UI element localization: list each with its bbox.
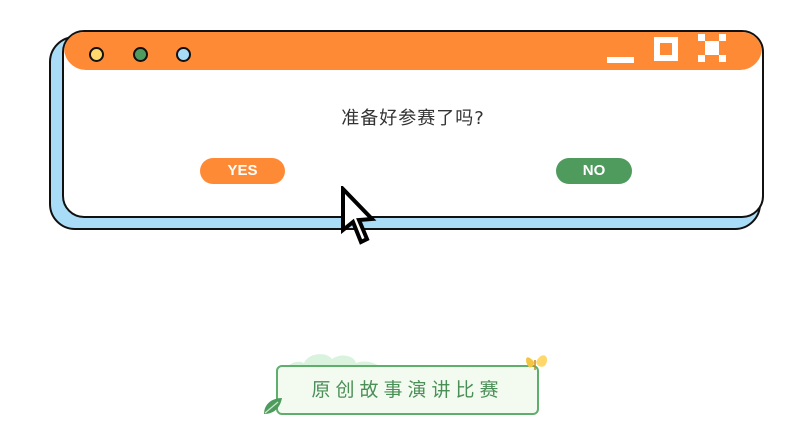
green-dot-button[interactable] bbox=[133, 47, 148, 62]
no-button[interactable]: NO bbox=[556, 158, 632, 184]
maximize-icon[interactable] bbox=[654, 37, 678, 61]
dialog-titlebar bbox=[64, 32, 762, 70]
cursor-icon bbox=[336, 184, 378, 250]
yes-button[interactable]: YES bbox=[200, 158, 285, 184]
butterfly-icon bbox=[522, 350, 550, 376]
dialog-window: 准备好参赛了吗? YES NO bbox=[62, 30, 764, 218]
banner-title: 原创故事演讲比赛 bbox=[311, 379, 504, 401]
leaf-icon bbox=[262, 394, 284, 416]
blue-dot-button[interactable] bbox=[176, 47, 191, 62]
banner-box: 原创故事演讲比赛 bbox=[276, 365, 539, 415]
yellow-dot-button[interactable] bbox=[89, 47, 104, 62]
dialog-question: 准备好参赛了吗? bbox=[341, 108, 485, 129]
close-icon[interactable] bbox=[698, 34, 726, 62]
minimize-icon[interactable] bbox=[607, 57, 634, 63]
